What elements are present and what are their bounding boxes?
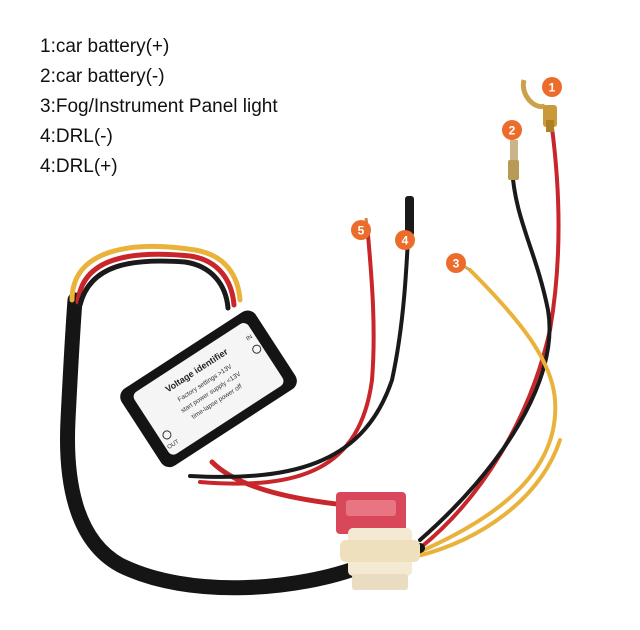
module-label (133, 323, 284, 455)
marker-5-circle (351, 220, 371, 240)
wire-5-red (198, 233, 376, 486)
legend-item-1: 1:car battery(+) (40, 36, 170, 57)
legend-item-2: 2:car battery(-) (40, 66, 165, 87)
marker-3-circle (446, 253, 466, 273)
loop-wire-black (77, 258, 231, 311)
marker-4: 4 (395, 230, 415, 250)
marker-5-label: 5 (358, 224, 365, 238)
marker-2-circle (502, 120, 522, 140)
marker-4-label: 4 (402, 234, 409, 248)
wire-3-yellow (398, 268, 558, 562)
legend-item-5: 4:DRL(+) (40, 156, 118, 177)
marker-3-label: 3 (453, 257, 460, 271)
main-sheath-cable (60, 292, 370, 596)
marker-1-label: 1 (549, 81, 556, 95)
module-in-label: IN (245, 334, 253, 342)
marker-2-label: 2 (509, 124, 516, 138)
legend-item-3: 3:Fog/Instrument Panel light (40, 96, 278, 117)
module-output-wire-red (209, 459, 348, 508)
wire-4-black (188, 196, 412, 479)
wire-harness (60, 126, 562, 596)
holder-cable-right-yellow (416, 438, 562, 558)
marker-1-circle (542, 77, 562, 97)
module-plus-icon (252, 344, 262, 354)
marker-2: 2 (502, 120, 522, 140)
wiring-legend: 1:car battery(+) 2:car battery(-) 3:Fog/… (40, 32, 278, 182)
module-minus-icon (162, 430, 172, 440)
fuse-holder (336, 492, 420, 590)
loop-wire-yellow (69, 244, 243, 303)
wire-2-black (418, 166, 552, 542)
marker-3: 3 (446, 253, 466, 273)
wire-4-sleeve (405, 196, 414, 236)
marker-4-circle (395, 230, 415, 250)
terminal-1-ring (520, 79, 557, 132)
voltage-module: Voltage identifier Factory settings >13V… (120, 310, 297, 468)
terminal-2-fork (508, 140, 519, 180)
legend-item-4: 4:DRL(-) (40, 126, 113, 147)
marker-1: 1 (542, 77, 562, 97)
marker-5: 5 (351, 220, 371, 240)
loop-wire-red (75, 251, 237, 308)
